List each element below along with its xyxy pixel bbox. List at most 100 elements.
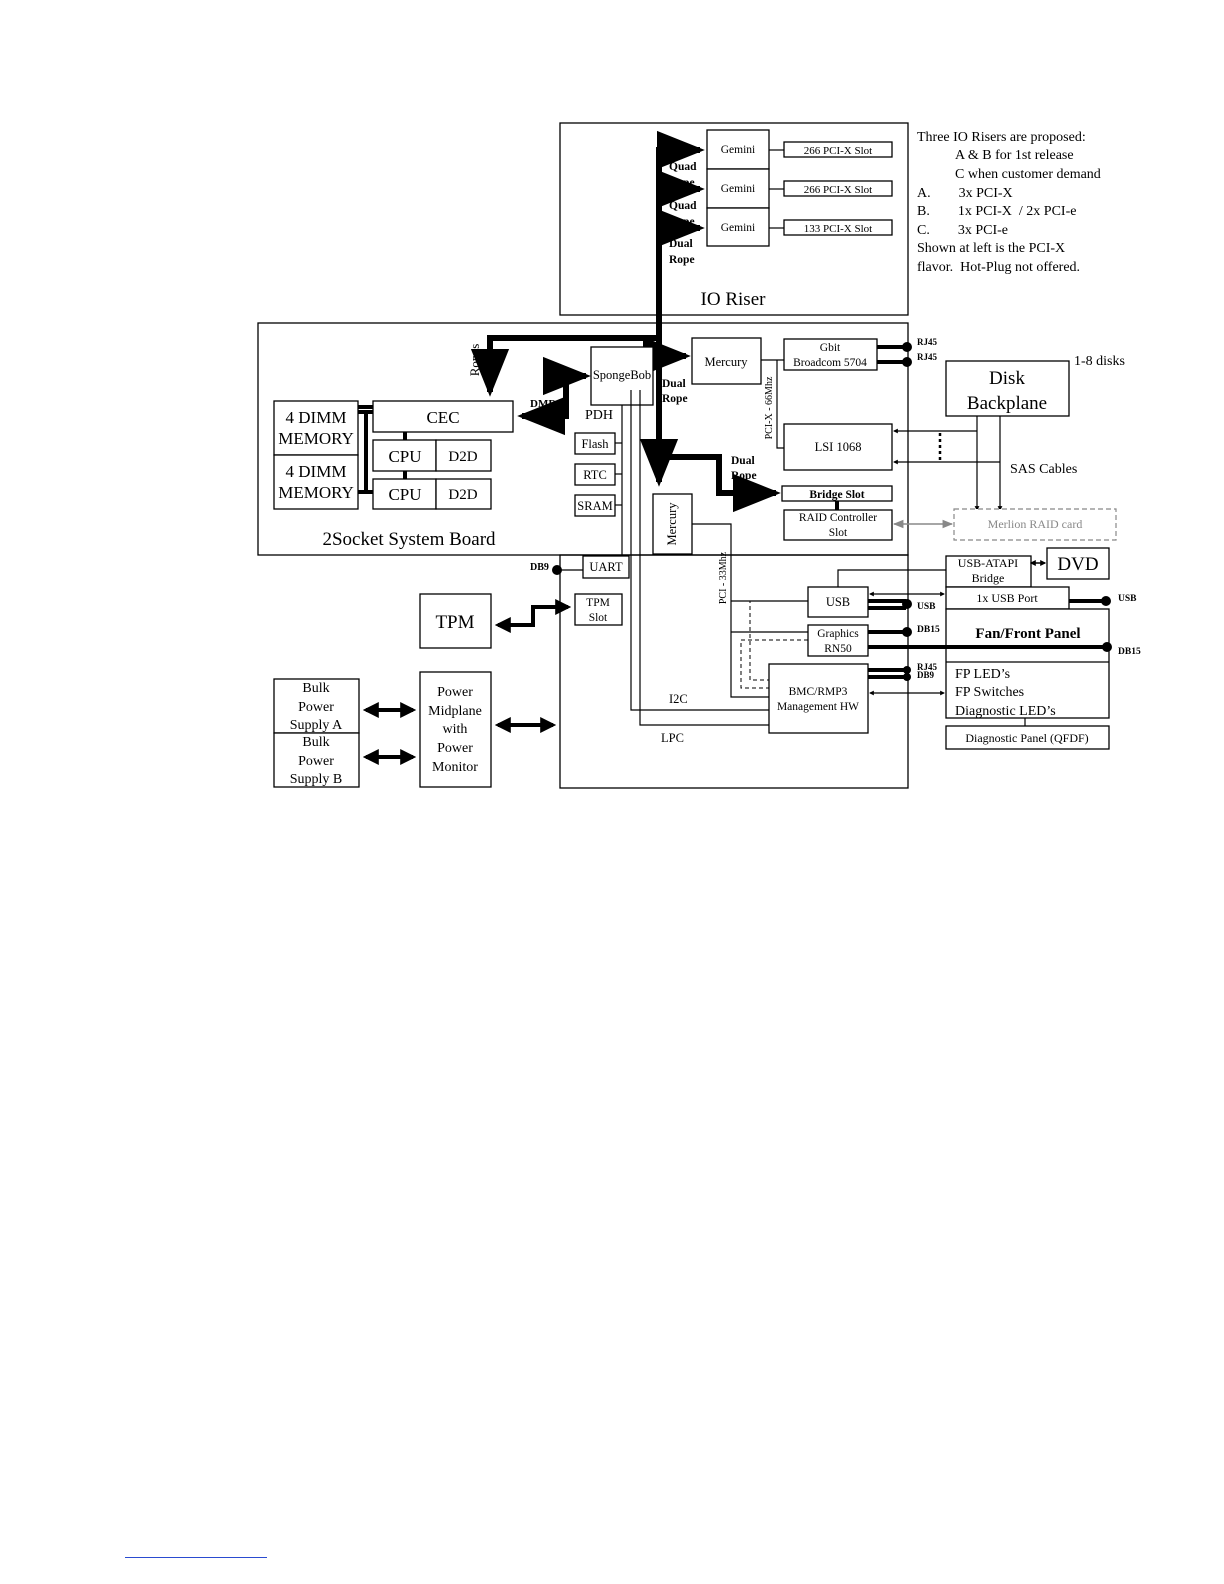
- supply-b-l3: Supply B: [290, 772, 343, 787]
- fp-line-1: FP LED’s: [955, 667, 1010, 682]
- usb-label: USB: [826, 595, 850, 609]
- db9-2-label: DB9: [917, 670, 935, 680]
- quad-rope-1-l1: Quad: [669, 161, 697, 173]
- sram-box: [574, 494, 616, 517]
- db15-label: DB15: [917, 625, 940, 635]
- tpm-slot-l2: Slot: [589, 612, 608, 624]
- memory-2-l2: MEMORY: [278, 483, 354, 502]
- pcix-slot-3-label: 133 PCI-X Slot: [804, 223, 872, 235]
- cpu-2-label: CPU: [388, 485, 421, 504]
- supply-a-box: [273, 678, 360, 734]
- lpc-label: LPC: [661, 731, 684, 745]
- ropes-label: Ropes: [467, 344, 482, 377]
- riser-notes: Three IO Risers are proposed: A & B for …: [917, 130, 1101, 275]
- flash-box: [574, 432, 616, 455]
- disks-label: 1-8 disks: [1074, 354, 1125, 369]
- spongebob-box: [590, 346, 654, 406]
- pcix-slot-2-label: 266 PCI-X Slot: [804, 184, 872, 196]
- disk-backplane-l2: Backplane: [967, 393, 1047, 414]
- dual-rope-1-l1: Dual: [662, 378, 686, 390]
- fan-front-panel-box: [945, 608, 1110, 719]
- gemini-2-label: Gemini: [721, 183, 756, 195]
- memory-1-l2: MEMORY: [278, 429, 354, 448]
- rj45-2-label: RJ45: [917, 352, 937, 362]
- midplane-l3: with: [443, 722, 468, 737]
- note-line-3: C when customer demand: [955, 167, 1101, 182]
- note-line-2: A & B for 1st release: [955, 148, 1074, 163]
- supply-b-l2: Power: [298, 754, 334, 769]
- sram-label: SRAM: [577, 499, 612, 513]
- usb-atapi-box: [945, 555, 1032, 588]
- dvd-box: [1046, 547, 1110, 580]
- cpu-1-label: CPU: [388, 447, 421, 466]
- rope-lines: [358, 130, 781, 513]
- rj45-3-label: RJ45: [917, 662, 937, 672]
- bmc-l1: BMC/RMP3: [789, 686, 848, 698]
- memory-2: [273, 454, 359, 510]
- cec-label: CEC: [426, 408, 459, 427]
- fp-line-2: FP Switches: [955, 685, 1024, 700]
- bmc-l2: Management HW: [777, 701, 859, 713]
- raid-slot-box: [783, 509, 893, 541]
- d2d-1-label: D2D: [448, 449, 477, 465]
- usb-port-label: 1x USB Port: [976, 591, 1038, 605]
- tpm: TPM: [419, 593, 572, 649]
- rtc-label: RTC: [583, 468, 607, 482]
- spongebob-label: SpongeBob: [593, 368, 651, 382]
- d2d-2-label: D2D: [448, 487, 477, 503]
- i2c-label: I2C: [669, 692, 688, 706]
- raid-slot-l1: RAID Controller: [799, 512, 877, 524]
- note-line-1: Three IO Risers are proposed:: [917, 130, 1086, 145]
- supply-b-l1: Bulk: [302, 735, 329, 750]
- note-line-8: flavor. Hot-Plug not offered.: [917, 260, 1080, 275]
- power: Bulk Power Supply A Bulk Power Supply B …: [273, 671, 557, 788]
- usb-atapi-l1: USB-ATAPI: [958, 556, 1018, 570]
- note-line-6: C. 3x PCI-e: [917, 223, 1008, 238]
- db15-ext-label: DB15: [1118, 647, 1141, 657]
- mercury-top-label: Mercury: [704, 355, 748, 369]
- diag-panel-label: Diagnostic Panel (QFDF): [965, 731, 1088, 745]
- uart-label: UART: [589, 560, 623, 574]
- pcix-slot-1-label: 266 PCI-X Slot: [804, 145, 872, 157]
- graphics-l2: RN50: [824, 643, 852, 655]
- disk-backplane-box: [945, 360, 1070, 417]
- dual-rope-riser-l2: Rope: [669, 254, 695, 266]
- graphics-box: [807, 624, 869, 657]
- bmc-box: [768, 663, 869, 734]
- bridge-slot-label: Bridge Slot: [809, 489, 864, 501]
- dvd-label: DVD: [1057, 554, 1098, 575]
- fp-line-3: Diagnostic LED’s: [955, 704, 1056, 719]
- io-riser-frame: [559, 122, 909, 316]
- dual-rope-riser-l1: Dual: [669, 238, 693, 250]
- lsi-label: LSI 1068: [815, 440, 862, 454]
- memory-1-l1: 4 DIMM: [286, 408, 347, 427]
- uart-box: [582, 555, 630, 579]
- fan-front-panel-label: Fan/Front Panel: [975, 626, 1080, 642]
- pcix-slot-1: [783, 141, 893, 158]
- rtc-box: [574, 463, 616, 486]
- io-riser-title: IO Riser: [701, 289, 767, 310]
- supply-a-l1: Bulk: [302, 681, 329, 696]
- lsi-box: [783, 423, 893, 471]
- d2d-2: [435, 478, 492, 510]
- gbit-l1: Gbit: [820, 342, 841, 354]
- cpu-1: [372, 439, 437, 472]
- tpm-box: [419, 593, 492, 649]
- gemini-3: [706, 207, 770, 247]
- note-line-4: A. 3x PCI-X: [917, 186, 1013, 201]
- usb-ext-label: USB: [1118, 594, 1137, 604]
- dual-rope-2-l2: Rope: [731, 470, 757, 482]
- pci-33-label: PCI - 33Mhz: [718, 551, 729, 604]
- mercury-top-box: [691, 337, 762, 385]
- gbit-l2: Broadcom 5704: [793, 357, 867, 369]
- io-riser: Gemini Gemini Gemini 266 PCI-X Slot 266 …: [669, 129, 893, 310]
- raid-slot-l2: Slot: [829, 527, 848, 539]
- midplane-l4: Power: [437, 741, 473, 756]
- dual-rope-2-l1: Dual: [731, 455, 755, 467]
- gemini-1-label: Gemini: [721, 144, 756, 156]
- peripherals: 1-8 disks Disk Backplane SAS Cables Merl…: [868, 354, 1141, 750]
- system-board-title: 2Socket System Board: [322, 529, 496, 550]
- io-section: Mercury Dual Rope Dual Rope PCI-X - 66Mh…: [652, 337, 946, 734]
- pcix-66-label: PCI-X - 66Mhz: [764, 376, 775, 439]
